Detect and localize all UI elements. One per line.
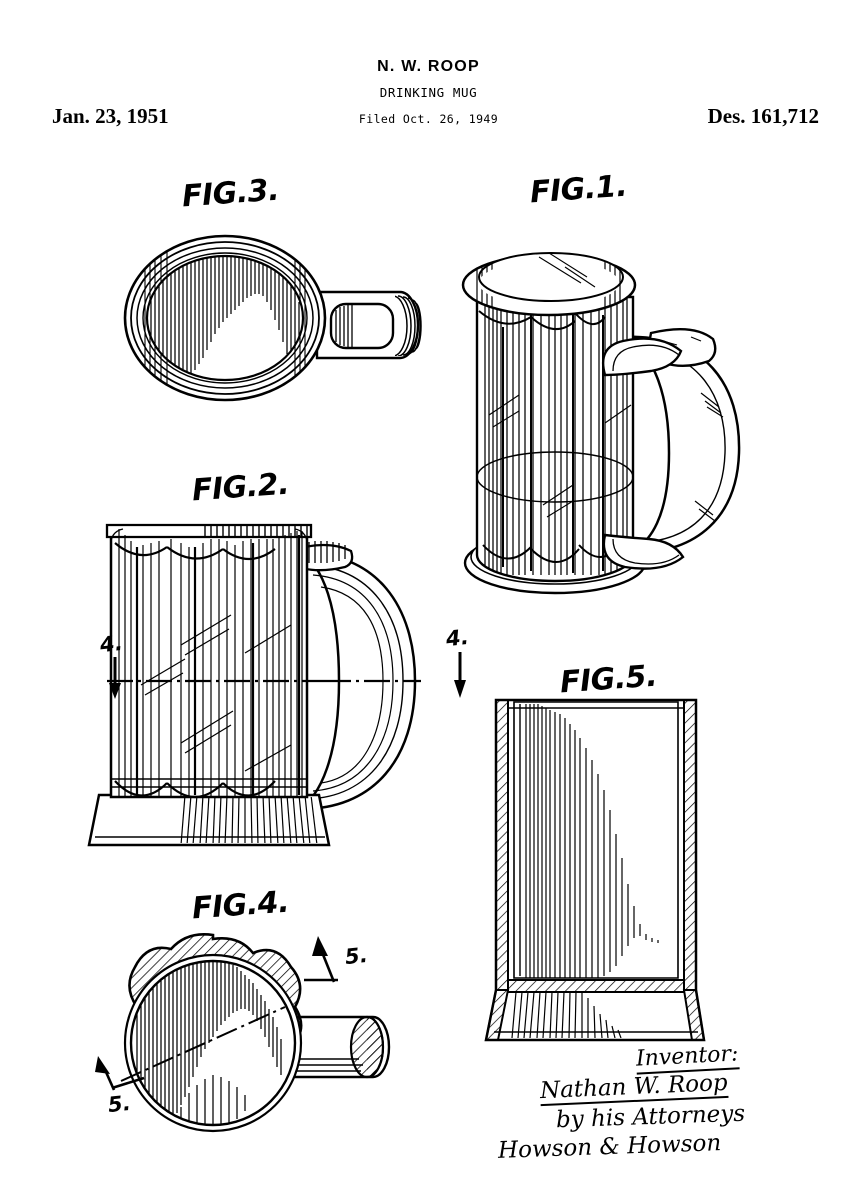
header-inventor-name: N. W. ROOP [377, 58, 480, 75]
header-issue-date: Jan. 23, 1951 [52, 104, 169, 128]
section-marker-4-right-label: 4. [444, 624, 470, 652]
signature-inventor-name: Nathan W. Roop [539, 1069, 729, 1107]
section-marker-4-right-arrow [454, 652, 466, 698]
figure-4-label: FIG.4. [190, 884, 291, 927]
section-marker-5-upper-arrow [304, 936, 338, 983]
section-marker-4-left-arrow [109, 657, 121, 699]
figure-4-drawing [120, 933, 391, 1133]
header-filing-date: Filed Oct. 26, 1949 [358, 112, 499, 126]
section-marker-5-lower-arrow [95, 1056, 145, 1091]
header-invention-title: DRINKING MUG [379, 85, 478, 100]
section-marker-4-left-label: 4. [98, 630, 124, 658]
figure-1-label: FIG.1. [528, 168, 629, 211]
header-patent-number: Des. 161,712 [707, 104, 819, 128]
figure-3-drawing [123, 234, 422, 402]
figure-1-drawing [461, 252, 741, 595]
signature-attorney-firm: Howson & Howson [497, 1130, 722, 1164]
figure-2-drawing [87, 523, 421, 847]
figure-3-label: FIG.3. [180, 172, 281, 215]
signature-by-line: by his Attorneys [555, 1100, 746, 1134]
section-line-5 [120, 1006, 286, 1082]
figure-5-drawing [484, 698, 706, 1042]
